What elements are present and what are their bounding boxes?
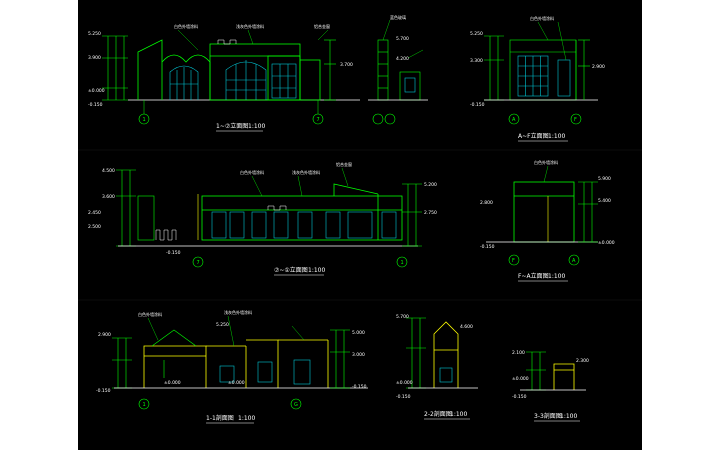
elevation-rear: 4.500 3.600 2.450 2.500 -0.150 5.200 2.7… xyxy=(88,161,437,276)
note-side2-1: 白色外墙涂料 xyxy=(534,159,558,165)
axis-side-left: A xyxy=(512,117,516,123)
level-rear-2750: 2.750 xyxy=(424,210,437,216)
cad-sheet: 5.250 3.900 ±0.000 -0.150 xyxy=(78,0,642,450)
level-rear-minus150: -0.150 xyxy=(166,250,181,256)
level-3700: 3.700 xyxy=(340,62,353,68)
level-rear-2500: 2.500 xyxy=(88,224,101,230)
level-side2-zero: ±0.000 xyxy=(598,240,615,246)
level-sec1-2900: 2.900 xyxy=(98,332,111,338)
level-sec1-5000: 5.000 xyxy=(352,330,365,336)
elevation-side-right: 5.250 3.300 -0.150 2.900 白色外墙涂料 A F xyxy=(470,15,605,142)
axis-front-right: 7 xyxy=(317,117,320,123)
cad-drawing: 5.250 3.900 ±0.000 -0.150 xyxy=(78,14,642,424)
note-rear-1: 白色外墙涂料 xyxy=(240,169,264,175)
level-sec3-zero: ±0.000 xyxy=(512,376,529,382)
background-grid xyxy=(78,149,642,301)
axis-side2-left: F xyxy=(512,258,515,264)
level-zero: ±0.000 xyxy=(88,88,105,94)
scale-front-elevation: 1:100 xyxy=(248,123,265,130)
level-rear-4500: 4.500 xyxy=(102,168,115,174)
note-front-1: 白色外墙涂料 xyxy=(174,23,198,29)
level-sec1-zero-b: ±0.000 xyxy=(228,380,245,386)
axis-rear-right: 1 xyxy=(401,260,404,266)
section-2-2: 5.700 4.600 ±0.000 -0.150 2-2剖面图 1:100 xyxy=(396,314,478,420)
level-sec1-zero-a: ±0.000 xyxy=(164,380,181,386)
level-side2-5900: 5.900 xyxy=(598,176,611,182)
axis-sec1-right: G xyxy=(294,402,298,408)
level-minus150: -0.150 xyxy=(88,102,103,108)
level-sec3-2300: 2.300 xyxy=(576,358,589,364)
level-sec1-minus150: -0.150 xyxy=(96,388,111,394)
axis-front-left: 1 xyxy=(143,117,146,123)
elevation-side-left: 5.900 5.400 2.800 ±0.000 -0.150 白色外墙涂料 F… xyxy=(480,159,615,282)
note-detail-1: 蓝色玻璃 xyxy=(390,14,406,20)
title-section-2: 2-2剖面图 xyxy=(424,410,452,418)
note-sec1-1: 白色外墙涂料 xyxy=(138,311,162,317)
title-side2-elevation: F~A立面图 xyxy=(518,272,549,280)
detail-chimney: 蓝色玻璃 5.700 4.200 xyxy=(368,14,428,125)
axis-rear-left: 7 xyxy=(197,260,200,266)
level-sec1-5250: 5.250 xyxy=(216,322,229,328)
level-side-2900: 2.900 xyxy=(592,64,605,70)
axis-side-right: F xyxy=(574,117,577,123)
scale-section-1: 1:100 xyxy=(238,415,255,422)
level-5250: 5.250 xyxy=(88,31,101,37)
level-sec2-4600: 4.600 xyxy=(460,324,473,330)
level-sec3-minus150: -0.150 xyxy=(512,394,527,400)
title-side-elevation: A~F立面图 xyxy=(518,132,549,140)
scale-side-elevation: 1:100 xyxy=(548,133,565,140)
title-section-1: 1-1剖面图 xyxy=(206,414,234,422)
scale-section-2: 1:100 xyxy=(450,411,467,418)
note-rear-2: 浅灰色外墙涂料 xyxy=(292,169,320,175)
level-sec1-3000: 3.000 xyxy=(352,352,365,358)
level-side-minus150: -0.150 xyxy=(470,102,485,108)
scale-rear-elevation: 1:100 xyxy=(308,267,325,274)
level-3900: 3.900 xyxy=(88,55,101,61)
level-sec2-5700: 5.700 xyxy=(396,314,409,320)
note-front-3: 铝合金窗 xyxy=(314,23,330,29)
note-sec1-2: 浅灰色外墙涂料 xyxy=(224,309,252,315)
section-1-1: 2.900 ±0.000 ±0.000 -0.150 5.000 3.000 -… xyxy=(96,309,368,424)
axis-sec1-left: 1 xyxy=(143,402,146,408)
level-side2-minus150: -0.150 xyxy=(480,244,495,250)
level-rear-5200: 5.200 xyxy=(424,182,437,188)
level-sec2-zero: ±0.000 xyxy=(396,380,413,386)
level-rear-2450: 2.450 xyxy=(88,210,101,216)
level-side-3300: 3.300 xyxy=(470,58,483,64)
section-3-3: 2.100 2.300 ±0.000 -0.150 3-3剖面图 1:100 xyxy=(512,350,589,422)
level-side2-2800: 2.800 xyxy=(480,200,493,206)
note-front-2: 浅灰色外墙涂料 xyxy=(236,23,264,29)
note-rear-3: 铝合金窗 xyxy=(336,161,352,167)
level-side2-5400: 5.400 xyxy=(598,198,611,204)
note-side-1: 白色外墙涂料 xyxy=(530,15,554,21)
level-4200: 4.200 xyxy=(396,56,409,62)
scale-side2-elevation: 1:100 xyxy=(548,273,565,280)
axis-side2-right: A xyxy=(572,258,576,264)
title-front-elevation: 1~⑦立面图 xyxy=(216,122,248,130)
scale-section-3: 1:100 xyxy=(560,413,577,420)
title-section-3: 3-3剖面图 xyxy=(534,412,562,420)
level-sec2-minus150: -0.150 xyxy=(396,394,411,400)
level-sec3-2100: 2.100 xyxy=(512,350,525,356)
level-rear-3600: 3.600 xyxy=(102,194,115,200)
elevation-front: 5.250 3.900 ±0.000 -0.150 xyxy=(88,23,360,132)
level-side-5250: 5.250 xyxy=(470,31,483,37)
level-sec1-minus150b: -0.150 xyxy=(352,384,367,390)
level-5700: 5.700 xyxy=(396,36,409,42)
title-rear-elevation: ⑦~①立面图 xyxy=(274,266,308,274)
